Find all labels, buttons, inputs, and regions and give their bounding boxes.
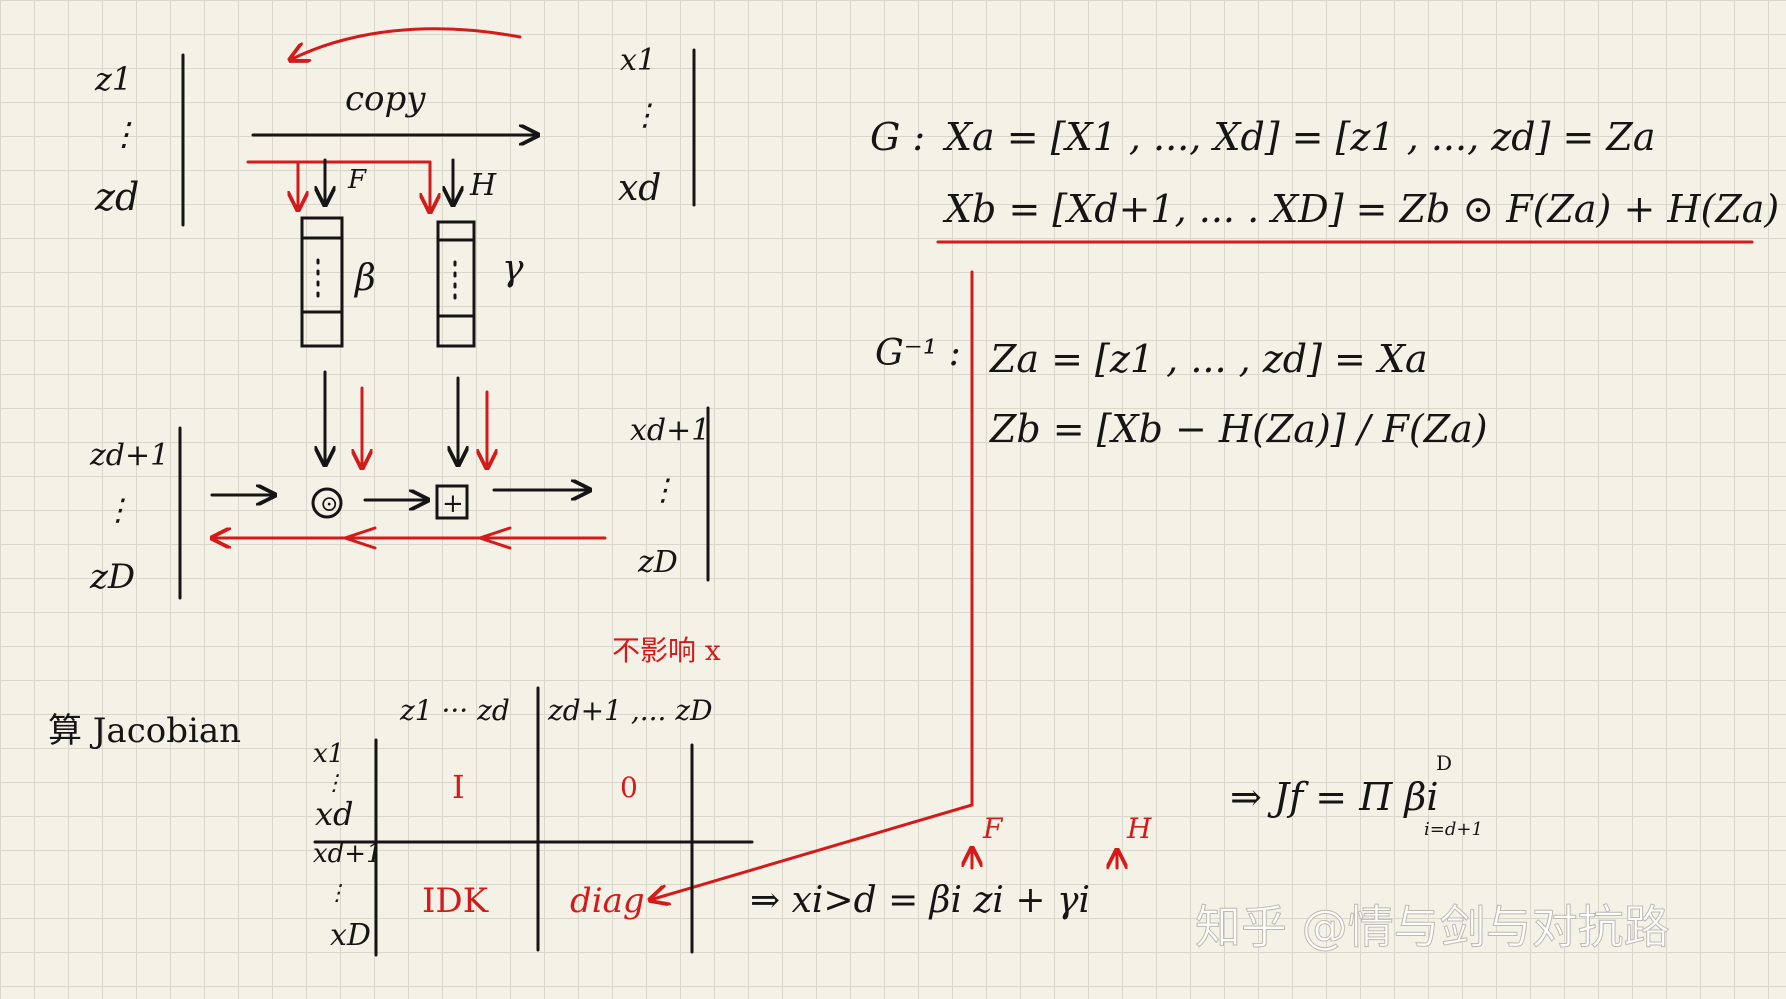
plus-symbol: +	[442, 489, 464, 519]
red-mark-h: H	[1126, 812, 1152, 845]
watermark: 知乎 @情与剑与对抗路	[1195, 900, 1670, 954]
elementwise-equation: ⇒ xi>d = βi zi + γi	[750, 880, 1090, 921]
note-not-affect-x: 不影响 x	[612, 634, 721, 667]
jacobian-section: 算 Jacobian 不影响 x z1 ··· zd zd+1 ,... zD …	[48, 634, 1483, 957]
jac-row-bottom-dots: ⋮	[326, 881, 348, 906]
jac-col-left: z1 ··· zd	[399, 694, 510, 727]
odot-symbol: ⊙	[320, 492, 338, 517]
inverse-copy-arrow	[290, 27, 522, 60]
input-bottom-dots: ⋮	[103, 493, 133, 528]
beta-label: β	[353, 258, 376, 299]
beta-vector	[300, 216, 344, 348]
red-inverse-mark-1	[340, 526, 377, 550]
jacobian-label: 算 Jacobian	[48, 711, 241, 751]
output-bottom-dots: ⋮	[648, 473, 678, 508]
jac-row-xD: xD	[330, 918, 371, 953]
inverse-line-2: Zb = [Xb − H(Za)] / F(Za)	[989, 407, 1488, 451]
gamma-vector	[436, 220, 476, 348]
gamma-label: γ	[502, 248, 524, 289]
inverse-prefix: G⁻¹ :	[875, 333, 961, 374]
jac-cell-zero: 0	[620, 771, 638, 804]
forward-line-2: Xb = [Xd+1, ... . XD] = Zb ⊙ F(Za) + H(Z…	[942, 187, 1779, 231]
output-xd: xd	[618, 168, 661, 209]
jac-cell-diag: diag	[570, 881, 645, 921]
copy-label: copy	[345, 79, 426, 119]
inverse-equations: G⁻¹ : Za = [z1 , ... , zd] = Xa Zb = [Xb…	[875, 333, 1488, 451]
output-xd1: xd+1	[630, 413, 710, 448]
jac-row-x1: x1	[313, 739, 344, 769]
jac-row-xd: xd	[315, 795, 354, 833]
coupling-layer-diagram: z1 ⋮ zd copy x1 ⋮ xd F H β	[89, 27, 710, 600]
forward-prefix: G :	[870, 115, 925, 159]
jac-cell-identity: I	[452, 768, 465, 806]
det-lower-limit: i=d+1	[1424, 819, 1483, 840]
f-label: F	[347, 165, 367, 195]
output-x1: x1	[620, 43, 656, 78]
output-zD: zD	[637, 545, 678, 580]
forward-equations: G : Xa = [X1 , ..., Xd] = [z1 , ..., zd]…	[870, 115, 1779, 244]
det-upper-limit: D	[1436, 751, 1452, 775]
jac-row-xd1: xd+1	[313, 839, 383, 869]
h-label: H	[469, 168, 497, 203]
input-z1: z1	[94, 60, 132, 98]
red-inverse-mark-2	[475, 526, 512, 550]
input-zd: zd	[94, 175, 139, 219]
input-top-dots: ⋮	[108, 115, 140, 153]
output-top-dots: ⋮	[630, 98, 660, 133]
input-zD: zD	[89, 557, 135, 597]
red-connector-to-diag	[650, 270, 974, 900]
plus-op	[435, 484, 469, 520]
determinant-equation: ⇒ Jf = Π βi	[1230, 775, 1439, 819]
jac-cell-idk: IDK	[422, 881, 489, 921]
forward-line-1: Xa = [X1 , ..., Xd] = [z1 , ..., zd] = Z…	[942, 115, 1655, 159]
jac-col-right: zd+1 ,... zD	[547, 694, 713, 727]
input-zd1: zd+1	[89, 438, 169, 473]
odot-op	[311, 487, 343, 519]
red-mark-f: F	[982, 812, 1004, 845]
inverse-line-1: Za = [z1 , ... , zd] = Xa	[989, 337, 1428, 381]
jac-row-top-dots: ⋮	[323, 771, 345, 796]
